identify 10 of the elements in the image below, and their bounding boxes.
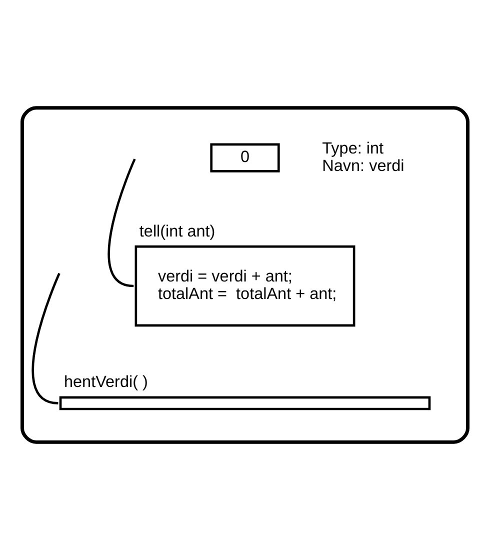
connector [32, 272, 60, 404]
node-label: hentVerdi( ) [64, 372, 148, 391]
connector [108, 158, 136, 287]
node-label: Navn: verdi [322, 156, 404, 174]
node-box: verdi = verdi + ant; totalAnt = totalAnt + ant; [134, 244, 356, 326]
node-box: 0 [210, 142, 280, 172]
node-label: Type: int [322, 138, 384, 157]
cluster [20, 106, 470, 444]
node-box [59, 396, 431, 410]
node-label: tell(int ant) [139, 222, 216, 240]
